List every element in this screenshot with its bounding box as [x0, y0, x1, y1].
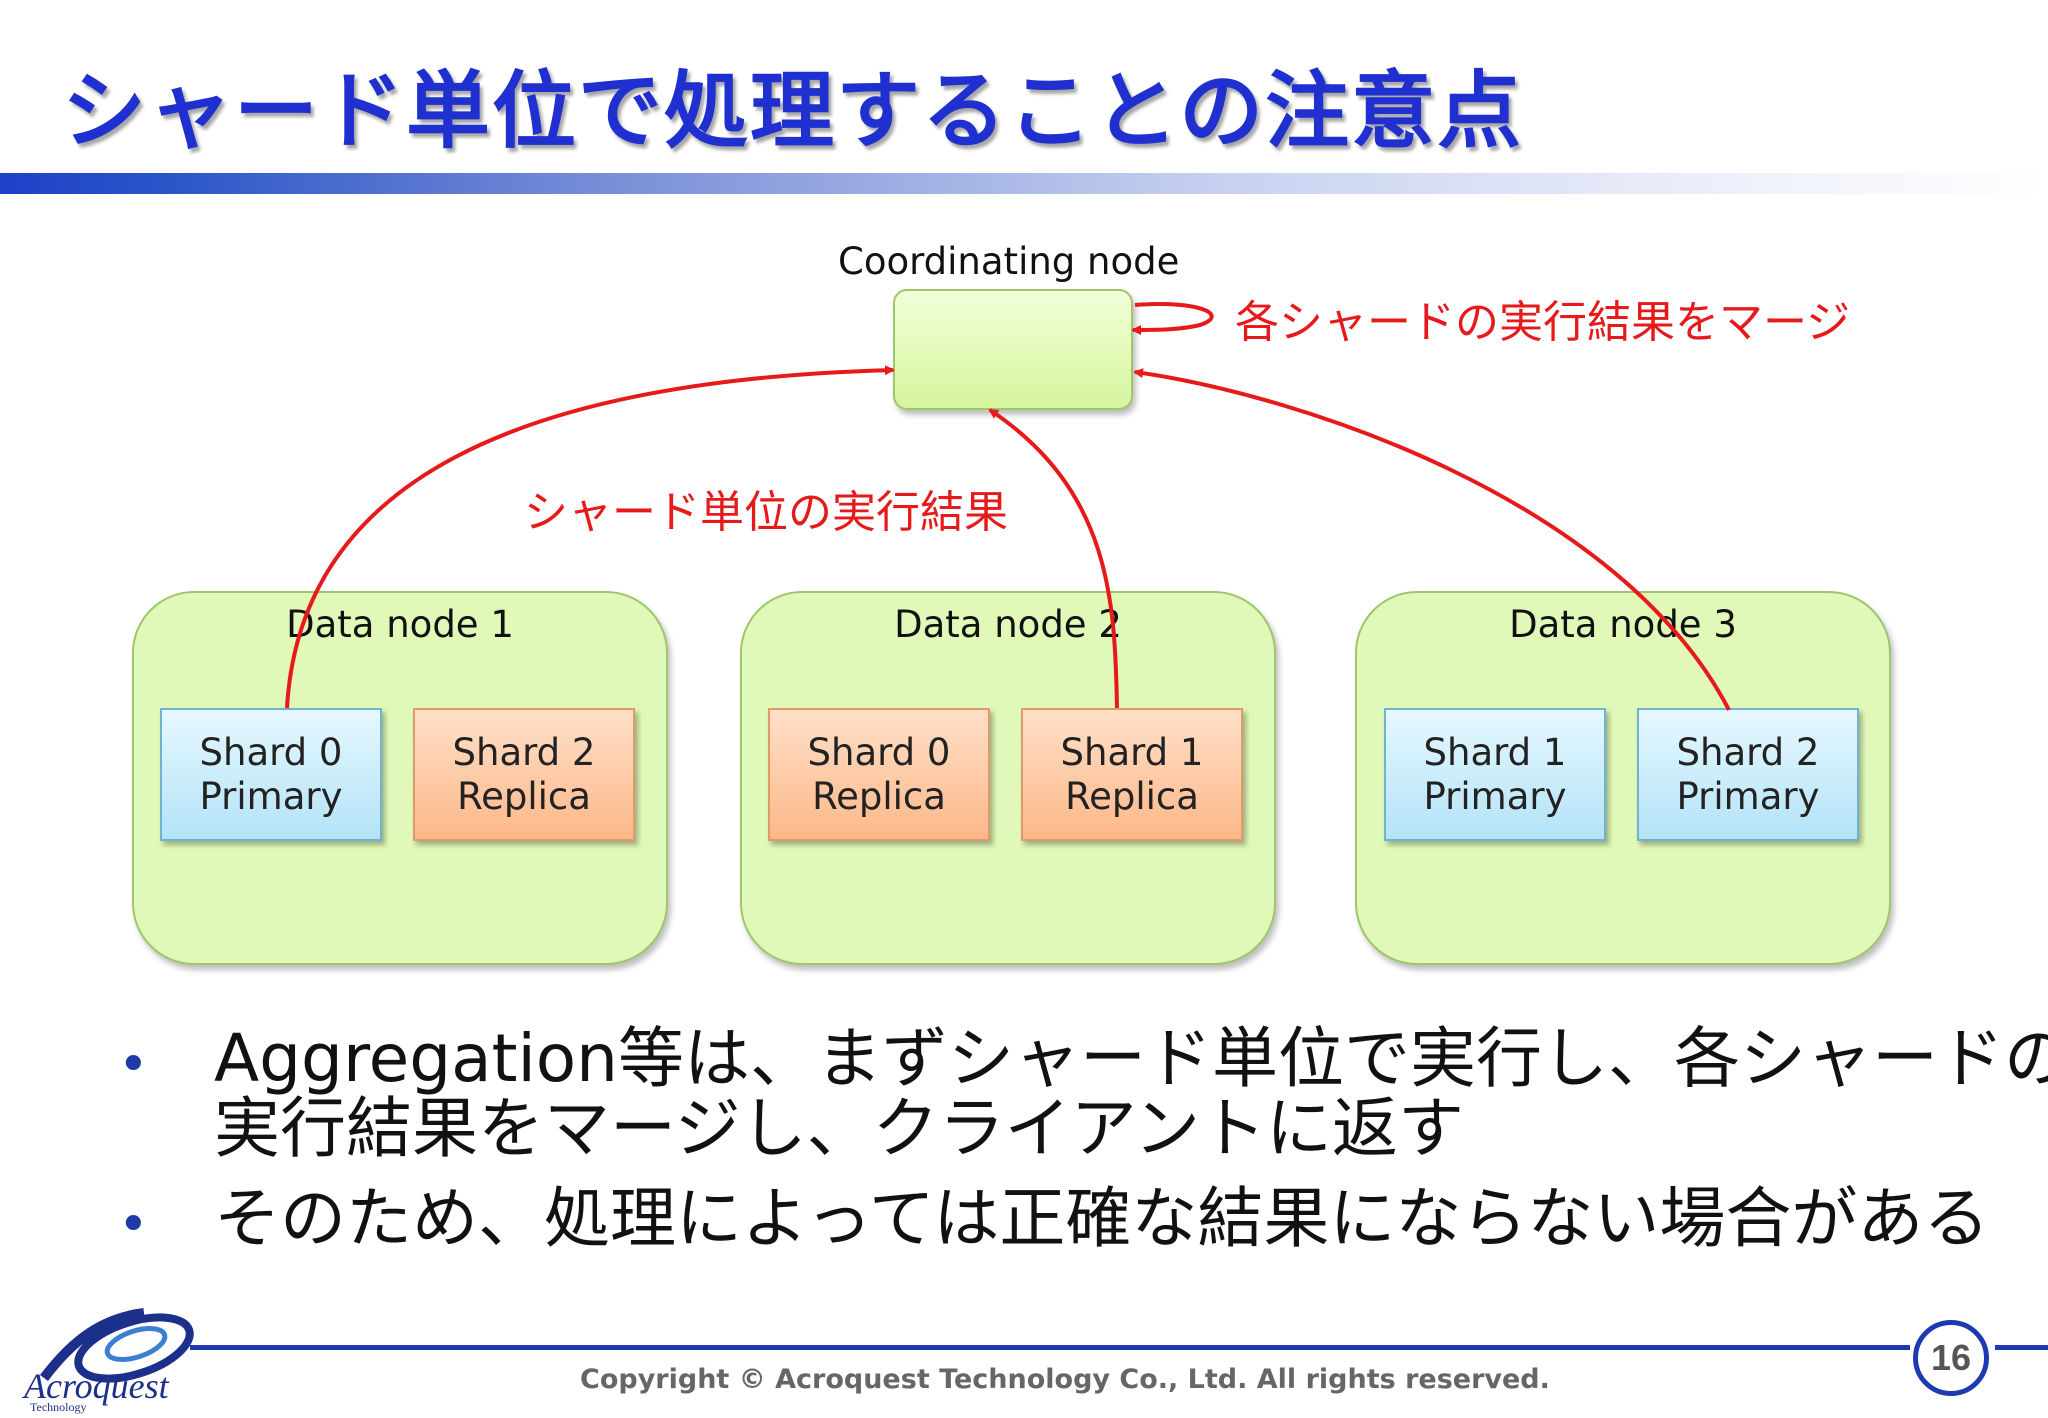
arrow-shard1-to-coordinator [988, 408, 1119, 709]
shard-name: Shard 1 [1423, 730, 1567, 774]
shard-box: Shard 0 Replica [768, 708, 990, 841]
coordinating-node-box [893, 289, 1133, 410]
footer-divider-right [1995, 1345, 2048, 1350]
shard-name: Shard 0 [199, 730, 343, 774]
data-node-title: Data node 3 [1509, 603, 1737, 646]
shard-name: Shard 1 [1060, 730, 1204, 774]
bullet-list: • Aggregation等は、まずシャード単位で実行し、各シャードの実行結果を… [118, 1024, 2048, 1256]
bullet-text: Aggregation等は、まずシャード単位で実行し、各シャードの実行結果をマー… [214, 1020, 2048, 1167]
shard-name: Shard 2 [1676, 730, 1820, 774]
shard-role: Primary [1676, 774, 1820, 818]
footer-divider [190, 1345, 1910, 1350]
bullet-item: • Aggregation等は、まずシャード単位で実行し、各シャードの実行結果を… [118, 1024, 2048, 1164]
bullet-item: • そのため、処理によっては正確な結果にならない場合がある [118, 1184, 2048, 1256]
arrow-merge-loop [1131, 302, 1214, 335]
slide-title: シャード単位で処理することの注意点 [62, 62, 1524, 160]
arrow-shard0-to-coordinator [285, 365, 895, 709]
shard-box: Shard 1 Primary [1384, 708, 1606, 841]
logo-subtext: Technology [30, 1400, 87, 1414]
shard-box: Shard 2 Replica [413, 708, 635, 841]
shard-box: Shard 1 Replica [1021, 708, 1243, 841]
data-node-title: Data node 2 [894, 603, 1122, 646]
shard-name: Shard 2 [452, 730, 596, 774]
bullet-marker: • [118, 1195, 149, 1255]
bullet-text: そのため、処理によっては正確な結果にならない場合がある [214, 1180, 1990, 1257]
data-node-2: Data node 2 [740, 591, 1276, 965]
shard-box: Shard 0 Primary [160, 708, 382, 841]
page-number: 16 [1913, 1320, 1989, 1396]
bullet-marker: • [118, 1035, 149, 1095]
arrow-shard2-to-coordinator [1133, 368, 1731, 711]
shard-role: Replica [457, 774, 591, 818]
shard-name: Shard 0 [807, 730, 951, 774]
shard-role: Replica [1065, 774, 1199, 818]
logo-text: Acroquest [24, 1366, 169, 1406]
data-node-title: Data node 1 [286, 603, 514, 646]
shard-result-label: シャード単位の実行結果 [524, 487, 1008, 538]
coordinating-node-label: Coordinating node [838, 240, 1180, 283]
shard-box: Shard 2 Primary [1637, 708, 1859, 841]
acroquest-logo-icon [40, 1308, 194, 1383]
shard-role: Primary [1423, 774, 1567, 818]
shard-role: Primary [199, 774, 343, 818]
title-underline-bar [0, 173, 2048, 194]
merge-label: 各シャードの実行結果をマージ [1235, 297, 1851, 348]
copyright-text: Copyright © Acroquest Technology Co., Lt… [580, 1364, 1550, 1395]
shard-role: Replica [812, 774, 946, 818]
